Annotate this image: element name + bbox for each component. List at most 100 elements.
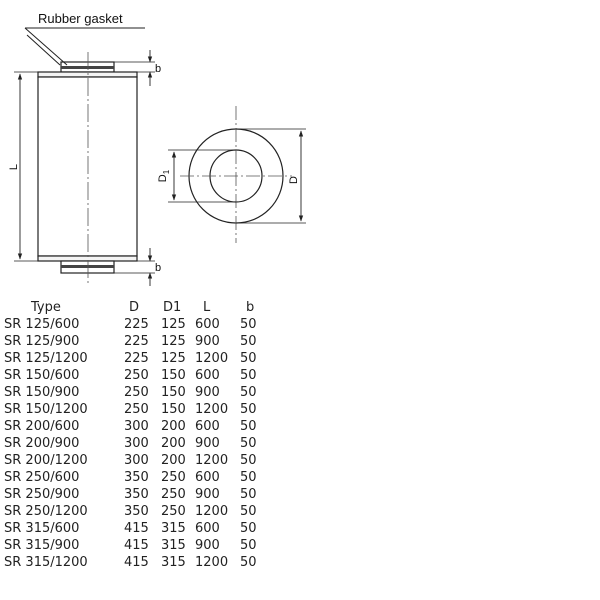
gasket-width-label-top: b (155, 63, 161, 75)
cell-b: 50 (240, 334, 257, 349)
cell-type: SR 200/1200 (4, 453, 88, 468)
gasket-width-dimension-top: b (114, 50, 161, 86)
end-view (180, 106, 292, 243)
cell-d: 250 (124, 368, 149, 383)
cell-d1: 250 (161, 487, 186, 502)
table-row: SR 315/1200 415 315 1200 50 (4, 554, 276, 571)
cell-b: 50 (240, 453, 257, 468)
cell-b: 50 (240, 317, 257, 332)
cell-l: 900 (195, 334, 220, 349)
silencer-body (37, 76, 138, 257)
cell-d: 225 (124, 351, 149, 366)
cell-d1: 315 (161, 538, 186, 553)
length-label: L (8, 164, 20, 170)
cell-d1: 250 (161, 470, 186, 485)
cell-l: 600 (195, 317, 220, 332)
cell-b: 50 (240, 555, 257, 570)
cell-b: 50 (240, 538, 257, 553)
cell-l: 600 (195, 368, 220, 383)
cell-type: SR 125/600 (4, 317, 80, 332)
cell-l: 600 (195, 521, 220, 536)
cell-b: 50 (240, 521, 257, 536)
table-row: SR 150/600 250 150 600 50 (4, 367, 276, 384)
cell-d1: 250 (161, 504, 186, 519)
cell-type: SR 315/600 (4, 521, 80, 536)
table-header-row: Type D D1 L b (4, 299, 276, 316)
cell-d1: 200 (161, 419, 186, 434)
table-row: SR 315/900 415 315 900 50 (4, 537, 276, 554)
cell-d1: 150 (161, 385, 186, 400)
cell-d1: 315 (161, 521, 186, 536)
cell-l: 1200 (195, 402, 229, 417)
column-header-d: D (129, 300, 140, 315)
cell-l: 900 (195, 385, 220, 400)
gasket-width-label-bottom: b (155, 262, 161, 274)
gasket-annotation: Rubber gasket (24, 11, 145, 66)
top-cap (37, 71, 138, 78)
cell-d: 250 (124, 402, 149, 417)
cell-type: SR 200/900 (4, 436, 80, 451)
cell-l: 900 (195, 538, 220, 553)
cell-type: SR 150/900 (4, 385, 80, 400)
top-gasket-band (61, 66, 114, 69)
bottom-cap (37, 255, 138, 262)
column-header-d1: D1 (163, 300, 182, 315)
side-view (37, 52, 138, 284)
cell-d: 415 (124, 555, 149, 570)
cell-l: 1200 (195, 504, 229, 519)
cell-b: 50 (240, 351, 257, 366)
cell-d: 300 (124, 436, 149, 451)
outer-diameter-dimension: D (236, 128, 306, 224)
cell-d1: 315 (161, 555, 186, 570)
cell-d: 250 (124, 385, 149, 400)
table-row: SR 250/1200 350 250 1200 50 (4, 503, 276, 520)
cell-type: SR 125/1200 (4, 351, 88, 366)
outer-diameter-label: D (288, 176, 300, 184)
column-header-type: Type (31, 300, 61, 315)
cell-l: 600 (195, 470, 220, 485)
cell-type: SR 315/1200 (4, 555, 88, 570)
bottom-gasket-band (61, 265, 114, 268)
cell-d1: 150 (161, 402, 186, 417)
cell-type: SR 150/1200 (4, 402, 88, 417)
cell-b: 50 (240, 368, 257, 383)
inner-diameter-dimension: D1 (157, 149, 236, 203)
length-dimension: L (8, 71, 38, 262)
cell-l: 900 (195, 487, 220, 502)
inner-diameter-label: D1 (157, 169, 171, 182)
column-header-b: b (246, 300, 255, 315)
cell-d: 350 (124, 470, 149, 485)
cell-d: 415 (124, 538, 149, 553)
cell-d: 350 (124, 504, 149, 519)
cell-d1: 125 (161, 351, 186, 366)
cell-b: 50 (240, 419, 257, 434)
cell-type: SR 150/600 (4, 368, 80, 383)
cell-b: 50 (240, 385, 257, 400)
cell-b: 50 (240, 504, 257, 519)
column-header-l: L (203, 300, 211, 315)
table-row: SR 150/900 250 150 900 50 (4, 384, 276, 401)
cell-l: 1200 (195, 555, 229, 570)
cell-d1: 125 (161, 317, 186, 332)
cell-d1: 150 (161, 368, 186, 383)
cell-d: 225 (124, 317, 149, 332)
cell-type: SR 250/1200 (4, 504, 88, 519)
cell-l: 600 (195, 419, 220, 434)
gasket-width-dimension-bottom: b (114, 248, 161, 286)
cell-l: 1200 (195, 453, 229, 468)
cell-type: SR 315/900 (4, 538, 80, 553)
cell-l: 900 (195, 436, 220, 451)
cell-d: 300 (124, 453, 149, 468)
cell-d: 225 (124, 334, 149, 349)
